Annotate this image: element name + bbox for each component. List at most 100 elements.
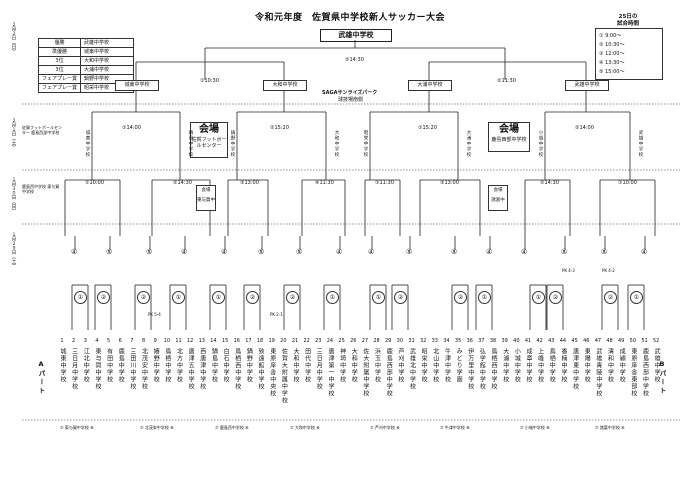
side-note-qf: 佐賀フットボールセンター 鹿島西部中学校 bbox=[22, 125, 62, 135]
team-number: 10 bbox=[163, 338, 171, 344]
team-name: 三日月中学校 bbox=[315, 348, 323, 390]
team-number: 8 bbox=[141, 338, 146, 344]
team-name: 佐大附属中学校 bbox=[361, 348, 369, 397]
team-name: 大和中学校 bbox=[350, 348, 358, 383]
day-label-jan29: １月２９日（土） bbox=[11, 232, 16, 268]
team-number: 41 bbox=[524, 338, 532, 344]
qf-team-right: 武雄中学校 bbox=[638, 130, 643, 158]
venue-a-name: 佐賀フットボールセンター bbox=[191, 137, 227, 149]
round-64-marker: ① bbox=[372, 291, 385, 304]
team-number: 39 bbox=[501, 338, 508, 344]
team-number: 40 bbox=[513, 338, 520, 344]
team-number: 25 bbox=[338, 338, 345, 344]
team-name: 伊万里中学校 bbox=[466, 348, 474, 390]
team-number: 2 bbox=[72, 338, 76, 344]
team-name: 鹿島中学校 bbox=[117, 348, 125, 383]
team-number: 45 bbox=[571, 338, 578, 344]
round-64-marker: ② bbox=[394, 291, 407, 304]
team-number: 20 bbox=[280, 338, 287, 344]
round-32-marker: ⑤ bbox=[106, 248, 113, 256]
qf-team-right: 大和中学校 bbox=[334, 130, 339, 158]
qf-team-right: 鍋島中学校 bbox=[188, 130, 193, 158]
match-times-box: ① 9:00～ ② 10:30～ ③ 12:00～ ④ 13:30～ ⑤ 15:… bbox=[595, 28, 663, 80]
team-name: 白石中学校 bbox=[222, 348, 230, 383]
team-name: 弘学館中学校 bbox=[478, 348, 486, 390]
semi-left-team-a: 城東中学校 bbox=[115, 80, 159, 91]
team-number: 18 bbox=[256, 338, 264, 344]
pk-note: PK 2-1 bbox=[270, 312, 283, 317]
round-32-marker: ⑤ bbox=[406, 248, 413, 256]
team-number: 43 bbox=[548, 338, 555, 344]
team-number: 44 bbox=[559, 338, 567, 344]
bottom-venue-label: ⑦ 鹿島西中学校 ⑧ bbox=[215, 425, 249, 430]
team-name: 唐津五中学校 bbox=[187, 348, 195, 390]
team-name: 香楠中学校 bbox=[559, 348, 567, 383]
team-number: 28 bbox=[373, 338, 380, 344]
venue-b-label: 会場 bbox=[499, 124, 519, 135]
team-name: 北茂安中学校 bbox=[140, 348, 148, 390]
day-label-feb1: ２月１日（土） bbox=[11, 118, 16, 150]
team-name: 唐津東中学校 bbox=[571, 348, 579, 390]
qf-match-time: ①14:00 bbox=[122, 125, 141, 131]
team-number: 19 bbox=[268, 338, 275, 344]
team-number: 29 bbox=[385, 338, 392, 344]
qf-match-time: ②14:00 bbox=[575, 125, 594, 131]
team-name: 芦刈中学校 bbox=[396, 348, 404, 383]
team-name: 武雄北中学校 bbox=[408, 348, 416, 390]
team-name: 嬉野中学校 bbox=[152, 348, 160, 383]
team-name: 大和中学校 bbox=[292, 348, 299, 383]
team-number: 12 bbox=[186, 338, 194, 344]
champion-box: 武雄中学校 bbox=[320, 29, 392, 42]
team-name: 致遠館中学校 bbox=[257, 348, 265, 390]
team-name: 牛津中学校 bbox=[443, 348, 451, 383]
team-number: 11 bbox=[175, 338, 182, 344]
team-number: 51 bbox=[641, 338, 648, 344]
center-venue-line1: SAGAサンライズパーク bbox=[322, 90, 378, 96]
team-number: 32 bbox=[419, 338, 427, 344]
times-title-line1: 25日の bbox=[618, 14, 638, 20]
center-venue-line2: 球技場南側 bbox=[338, 97, 364, 103]
pk-note: PK 4-2 bbox=[602, 268, 615, 273]
team-name: 神埼中学校 bbox=[338, 348, 346, 383]
venue-box-a: 会場 佐賀フットボールセンター bbox=[190, 122, 228, 158]
round-64-marker: ② bbox=[286, 291, 299, 304]
team-number: 31 bbox=[408, 338, 415, 344]
round-32-marker: ⑤ bbox=[601, 248, 608, 256]
bottom-venue-label: ⑦ 大和中学校 ⑧ bbox=[290, 425, 320, 430]
mini-venue-right: 会場 諸富中 bbox=[488, 185, 508, 211]
time-row: ② 10:30～ bbox=[599, 42, 625, 48]
qf-match-time: ②15:20 bbox=[270, 125, 289, 131]
team-number: 27 bbox=[361, 338, 369, 344]
team-name: 鳥栖中学校 bbox=[163, 348, 171, 383]
round-64-marker: ② bbox=[604, 291, 617, 304]
round-32-marker: ④ bbox=[368, 248, 375, 256]
team-name: 昭栄中学校 bbox=[420, 348, 428, 383]
round-64-marker: ② bbox=[549, 291, 562, 304]
team-name: 東原庠舎中央校 bbox=[268, 348, 276, 397]
result-rank: フェアプレー賞 bbox=[37, 83, 82, 93]
team-name: 三日月中学校 bbox=[70, 348, 78, 390]
day-label-feb2: ２月２日（日） bbox=[11, 22, 16, 54]
r16-match-time: ①10:00 bbox=[85, 180, 104, 186]
round-64-marker: ① bbox=[532, 291, 545, 304]
round-32-marker: ⑤ bbox=[258, 248, 265, 256]
team-name: 鳥栖西中学校 bbox=[233, 348, 241, 390]
r16-match-time: ②14:30 bbox=[540, 180, 559, 186]
team-number: 26 bbox=[350, 338, 357, 344]
round-64-marker: ② bbox=[454, 291, 467, 304]
team-name: 北方中学校 bbox=[175, 348, 183, 383]
team-name: 東与賀中学校 bbox=[93, 348, 101, 390]
team-number: 14 bbox=[210, 338, 217, 344]
round-64-marker: ① bbox=[74, 291, 87, 304]
venue-b-name: 鹿島西部中学校 bbox=[491, 137, 527, 143]
team-number: 21 bbox=[291, 338, 299, 344]
part-a-label: Aパート bbox=[37, 360, 45, 396]
team-number: 34 bbox=[443, 338, 450, 344]
mini-venue-left-label: 会場 bbox=[201, 188, 211, 193]
day-label-jan30: １月３０日（日） bbox=[11, 177, 16, 213]
part-b-label: Bパート bbox=[658, 360, 666, 396]
team-name: 鳥栖西中学校 bbox=[490, 348, 498, 390]
side-note-r16: 鹿島西中学校 東与賀中学校 bbox=[22, 184, 60, 194]
team-number: 37 bbox=[478, 338, 485, 344]
team-name: 鍋島中学校 bbox=[210, 348, 218, 383]
